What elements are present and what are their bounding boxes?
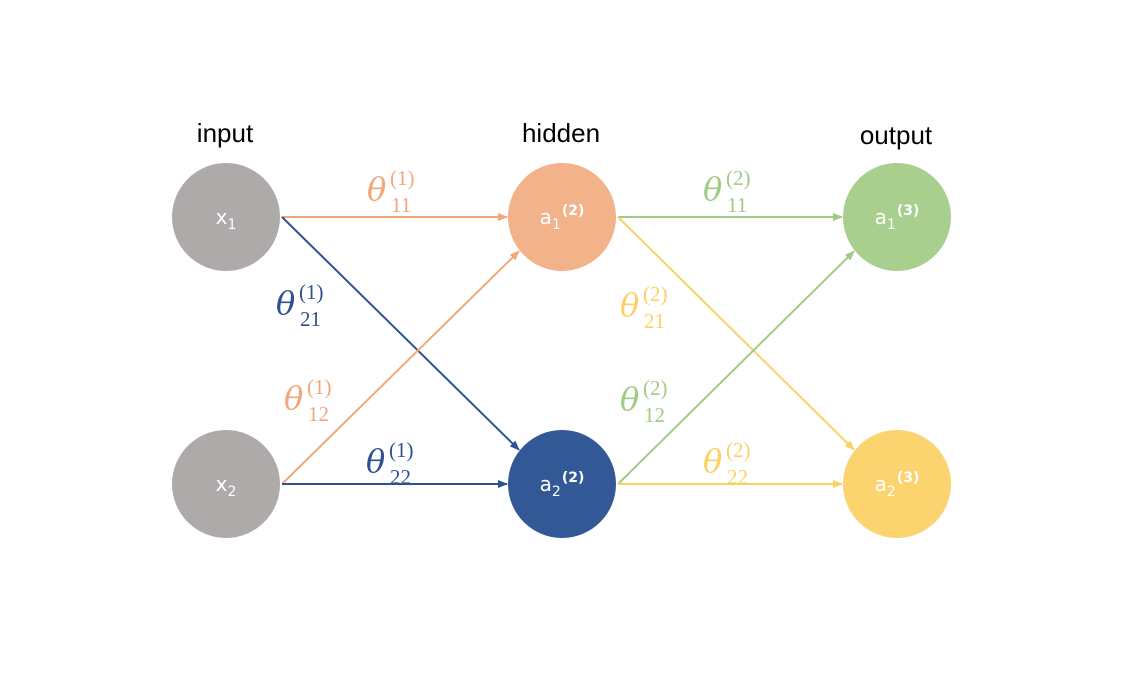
node-x1: x1 xyxy=(172,163,280,271)
theta-superscript: (1) xyxy=(390,166,415,190)
node-circle xyxy=(843,430,951,538)
theta-symbol: θ xyxy=(703,170,722,208)
theta-symbol: θ xyxy=(620,286,639,324)
weight-label-theta-22-1: θ(1) 22 xyxy=(366,438,414,489)
theta-superscript: (2) xyxy=(726,438,751,462)
theta-superscript: (1) xyxy=(389,438,414,462)
node-label: a2(3) xyxy=(875,470,920,500)
theta-symbol: θ xyxy=(703,442,722,480)
node-label: x1 xyxy=(216,205,237,233)
weight-labels: θ(1)11θ(1)21θ(1)12θ(1)22θ(2)11θ(2)21θ(2)… xyxy=(276,166,751,489)
nodes: x1 x2 a1(2) a2(2) a1(3) a2(3) xyxy=(172,163,951,538)
theta-subscript: 11 xyxy=(391,193,411,217)
theta-superscript: (2) xyxy=(726,166,751,190)
theta-symbol: θ xyxy=(620,380,639,418)
weight-label-theta-11-2: θ(2) 11 xyxy=(703,166,751,217)
node-label: a1(2) xyxy=(540,203,585,233)
node-circle xyxy=(172,163,280,271)
theta-superscript: (2) xyxy=(643,282,668,306)
edge-a2_2-to-a1_3 xyxy=(617,250,855,485)
theta-symbol: θ xyxy=(366,442,385,480)
node-circle xyxy=(172,430,280,538)
node-label: a2(2) xyxy=(540,470,585,500)
node-circle xyxy=(508,163,616,271)
node-a1_3: a1(3) xyxy=(843,163,951,271)
theta-symbol: θ xyxy=(367,170,386,208)
theta-subscript: 12 xyxy=(644,403,665,427)
edge-x1-to-a2_2 xyxy=(281,216,520,451)
node-circle xyxy=(843,163,951,271)
weight-label-theta-12-2: θ(2) 12 xyxy=(620,376,668,427)
weight-label-theta-21-2: θ(2) 21 xyxy=(620,282,668,333)
theta-superscript: (2) xyxy=(643,376,668,400)
node-circle xyxy=(508,430,616,538)
node-x2: x2 xyxy=(172,430,280,538)
weight-label-theta-21-1: θ(1) 21 xyxy=(276,280,324,331)
layer-label-output: output xyxy=(860,120,933,150)
theta-subscript: 11 xyxy=(727,193,747,217)
theta-superscript: (1) xyxy=(299,280,324,304)
theta-symbol: θ xyxy=(284,379,303,417)
edge-x2-to-a1_2 xyxy=(281,250,520,485)
edge-a1_2-to-a2_3 xyxy=(617,216,855,451)
theta-superscript: (1) xyxy=(307,375,332,399)
node-label: a1(3) xyxy=(875,203,920,233)
node-a2_2: a2(2) xyxy=(508,430,616,538)
layer-label-input: input xyxy=(197,118,254,148)
weight-label-theta-11-1: θ(1) 11 xyxy=(367,166,415,217)
theta-symbol: θ xyxy=(276,284,295,322)
node-a2_3: a2(3) xyxy=(843,430,951,538)
theta-subscript: 21 xyxy=(300,307,321,331)
edges xyxy=(281,213,855,488)
theta-subscript: 21 xyxy=(644,309,665,333)
node-label: x2 xyxy=(216,472,237,500)
weight-label-theta-12-1: θ(1) 12 xyxy=(284,375,332,426)
theta-subscript: 22 xyxy=(390,465,411,489)
theta-subscript: 22 xyxy=(727,465,748,489)
layer-label-hidden: hidden xyxy=(522,118,600,148)
weight-label-theta-22-2: θ(2) 22 xyxy=(703,438,751,489)
node-a1_2: a1(2) xyxy=(508,163,616,271)
theta-subscript: 12 xyxy=(308,402,329,426)
